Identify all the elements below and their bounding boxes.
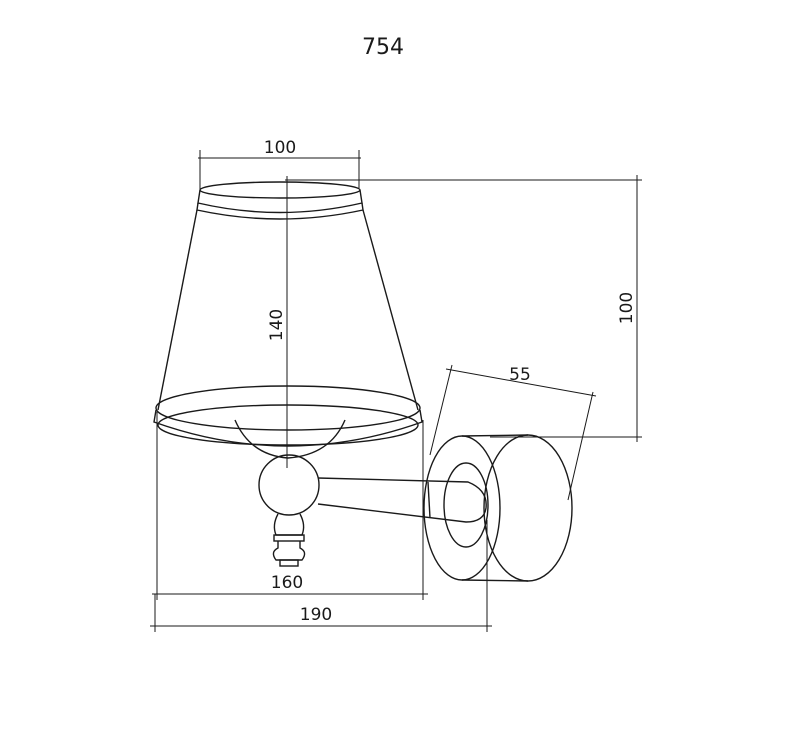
lamp-finial [258,454,320,567]
wall-plate [423,434,573,582]
label-shade-bottom-width: 160 [271,573,303,593]
label-overall-width: 190 [300,605,332,625]
lamp-arm [317,477,487,523]
dimension-overall-height: 100 [285,175,642,442]
label-shade-top-width: 100 [264,138,296,158]
dimension-shade-bottom: 160 [152,412,428,600]
label-plate-depth: 55 [509,365,531,385]
lamp-shade [153,181,423,459]
model-number: 754 [362,35,404,60]
dimension-shade-top: 100 [198,138,361,190]
dimension-shade-height: 140 [267,176,288,468]
dimension-plate-depth: 55 [429,364,597,501]
dimension-overall-width: 190 [150,520,492,632]
label-overall-height: 100 [617,292,637,324]
label-shade-height: 140 [267,309,287,341]
